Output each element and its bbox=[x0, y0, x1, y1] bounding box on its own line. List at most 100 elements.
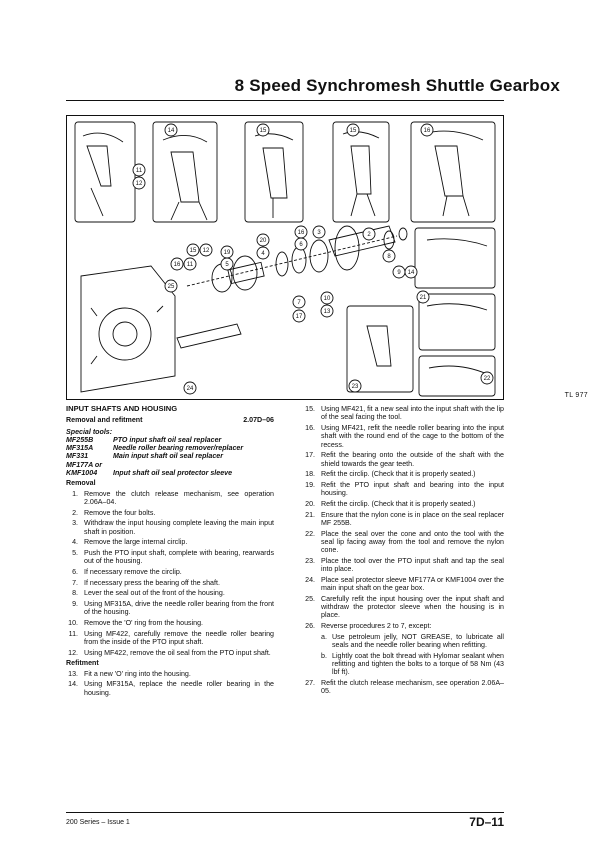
step-item: 2.Remove the four bolts. bbox=[72, 508, 156, 517]
tool-row: MF255B PTO input shaft oil seal replacer bbox=[66, 436, 274, 444]
svg-text:15: 15 bbox=[260, 128, 267, 134]
page-number: 7D–11 bbox=[469, 815, 504, 829]
step-item: 17.Refit the bearing onto the outside of… bbox=[305, 451, 504, 468]
svg-text:14: 14 bbox=[168, 128, 175, 134]
svg-text:2: 2 bbox=[367, 232, 371, 238]
detail-frame-4 bbox=[332, 121, 390, 223]
step-item: 20.Refit the circlip. (Check that it is … bbox=[305, 499, 476, 508]
header-rule bbox=[66, 100, 504, 101]
operation-code: 2.07D–06 bbox=[243, 416, 274, 425]
svg-text:5: 5 bbox=[225, 262, 229, 268]
step-item: 3.Withdraw the input housing complete le… bbox=[72, 519, 274, 536]
step-item: 10.Remove the 'O' ring from the housing. bbox=[68, 619, 204, 628]
section-title: INPUT SHAFTS AND HOUSING bbox=[66, 404, 178, 413]
tool-desc: Input shaft oil seal protector sleeve bbox=[113, 469, 233, 478]
svg-text:20: 20 bbox=[260, 238, 267, 244]
svg-text:3: 3 bbox=[317, 230, 321, 236]
step-item: 26.Reverse procedures 2 to 7, except: bbox=[305, 622, 432, 631]
svg-text:22: 22 bbox=[484, 376, 491, 382]
detail-frame-8 bbox=[346, 305, 414, 393]
svg-text:15: 15 bbox=[190, 248, 197, 254]
svg-text:24: 24 bbox=[187, 386, 194, 392]
svg-text:15: 15 bbox=[350, 128, 357, 134]
tool-row: MF315A Needle roller bearing remover/repl… bbox=[66, 444, 274, 452]
step-item: 22.Place the seal over the cone and onto… bbox=[305, 529, 504, 555]
svg-text:17: 17 bbox=[296, 314, 303, 320]
step-item: 11.Using MF422, carefully remove the nee… bbox=[68, 629, 274, 647]
tool-code: MF255B bbox=[66, 435, 94, 444]
sub-step-item: b.Lightly coat the bolt thread with Hylo… bbox=[321, 651, 504, 677]
page-title: 8 Speed Synchromesh Shuttle Gearbox bbox=[234, 76, 560, 95]
svg-text:16: 16 bbox=[174, 262, 181, 268]
gearbox-illustration: 14 15 15 16 11 12 15 12 19 20 4 16 11 5 … bbox=[74, 121, 496, 397]
step-item: 27.Refit the clutch release mechanism, s… bbox=[305, 679, 504, 696]
svg-text:25: 25 bbox=[168, 284, 175, 290]
svg-text:16: 16 bbox=[298, 230, 305, 236]
footer-series: 200 Series – Issue 1 bbox=[66, 819, 130, 826]
special-tools-heading: Special tools: bbox=[66, 427, 113, 436]
svg-text:16: 16 bbox=[424, 128, 431, 134]
operation-line: Removal and refitment 2.07D–06 bbox=[66, 416, 274, 424]
svg-text:13: 13 bbox=[324, 309, 331, 315]
tool-code: MF177A or bbox=[66, 460, 103, 469]
figure-callouts: 14 15 15 16 11 12 15 12 19 20 4 16 11 5 … bbox=[132, 123, 494, 395]
step-item: 15.Using MF421, fit a new seal into the … bbox=[305, 405, 504, 422]
detail-frame-9 bbox=[418, 355, 496, 397]
figure-reference: TL 977 bbox=[564, 392, 588, 399]
step-item: 14.Using MF315A, replace the needle roll… bbox=[68, 680, 274, 697]
left-column: INPUT SHAFTS AND HOUSING Removal and ref… bbox=[66, 404, 274, 699]
step-item: 7.If necessary press the bearing off the… bbox=[72, 578, 220, 587]
detail-frame-6 bbox=[414, 227, 496, 289]
tool-row: MF331 Main input shaft oil seal replacer bbox=[66, 452, 274, 460]
operation-label: Removal and refitment bbox=[66, 416, 143, 425]
refitment-heading: Refitment bbox=[66, 659, 99, 668]
svg-text:14: 14 bbox=[408, 270, 415, 276]
tool-desc: Main input shaft oil seal replacer bbox=[113, 452, 223, 461]
svg-text:11: 11 bbox=[136, 168, 143, 174]
tool-code: MF331 bbox=[66, 452, 89, 461]
svg-text:23: 23 bbox=[352, 384, 359, 390]
step-item: 23.Place the tool over the PTO input sha… bbox=[305, 556, 504, 574]
exploded-view-figure: 14 15 15 16 11 12 15 12 19 20 4 16 11 5 … bbox=[66, 115, 504, 400]
step-item: 19.Refit the PTO input shaft and bearing… bbox=[305, 480, 504, 498]
step-item: 24.Place seal protector sleeve MF177A or… bbox=[305, 575, 504, 593]
right-column: 15.Using MF421, fit a new seal into the … bbox=[303, 405, 504, 698]
step-item: 16.Using MF421, refit the needle roller … bbox=[305, 423, 504, 449]
step-item: 21.Ensure that the nylon cone is in plac… bbox=[305, 510, 504, 527]
detail-frame-3 bbox=[244, 121, 304, 223]
tool-desc: PTO input shaft oil seal replacer bbox=[113, 435, 222, 444]
step-item: 12.Using MF422, remove the oil seal from… bbox=[68, 648, 271, 657]
svg-text:12: 12 bbox=[203, 248, 210, 254]
step-item: 5.Push the PTO input shaft, complete wit… bbox=[72, 549, 274, 566]
step-item: 6.If necessary remove the circlip. bbox=[72, 568, 182, 576]
tool-desc bbox=[102, 461, 274, 469]
detail-frame-7 bbox=[418, 293, 496, 351]
step-item: 25.Carefully refit the input housing ove… bbox=[305, 594, 504, 620]
svg-text:21: 21 bbox=[420, 295, 427, 301]
step-item: 18.Refit the circlip. (Check that it is … bbox=[305, 470, 476, 479]
tool-code: MF315A bbox=[66, 444, 94, 453]
detail-frame-5 bbox=[410, 121, 496, 223]
svg-text:8: 8 bbox=[387, 254, 391, 260]
svg-text:7: 7 bbox=[297, 300, 301, 306]
step-item: 13.Fit a new 'O' ring into the housing. bbox=[68, 669, 191, 678]
svg-text:19: 19 bbox=[224, 250, 231, 256]
sub-step-item: a.Use petroleum jelly, NOT GREASE, to lu… bbox=[321, 632, 504, 650]
removal-heading: Removal bbox=[66, 479, 96, 488]
svg-text:11: 11 bbox=[187, 262, 194, 268]
step-item: 9.Using MF315A, drive the needle roller … bbox=[72, 600, 274, 617]
detail-frame-1 bbox=[74, 121, 136, 223]
svg-text:9: 9 bbox=[397, 270, 401, 276]
step-item: 1.Remove the clutch release mechanism, s… bbox=[72, 489, 274, 506]
detail-frame-2 bbox=[152, 121, 218, 223]
svg-text:12: 12 bbox=[136, 181, 143, 187]
tool-row: MF177A or bbox=[66, 461, 274, 469]
step-item: 8.Lever the seal out of the front of the… bbox=[72, 589, 225, 598]
footer-rule bbox=[66, 812, 504, 813]
tool-desc: Needle roller bearing remover/replacer bbox=[113, 444, 244, 453]
svg-text:10: 10 bbox=[324, 296, 331, 302]
svg-text:6: 6 bbox=[299, 242, 303, 248]
step-item: 4.Remove the large internal circlip. bbox=[72, 538, 188, 547]
